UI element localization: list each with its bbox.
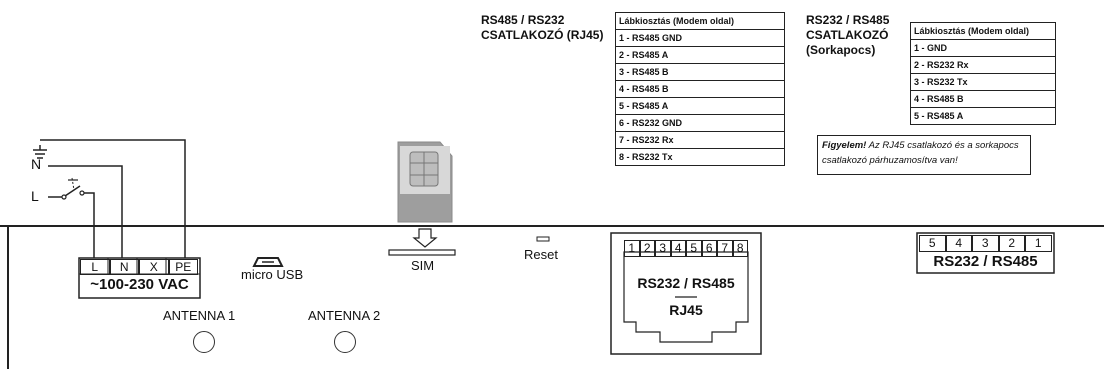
pinout-row-cell: 6 - RS232 GND [615, 114, 785, 132]
pinout-title-row-cell: Lábkiosztás (Modem oldal) [615, 12, 785, 30]
rj45-pin-label: 3 [655, 240, 671, 257]
sim-label: SIM [411, 258, 435, 273]
rj45-pin-label: 4 [670, 240, 686, 257]
pinout-row: 8 - RS232 Tx [615, 148, 785, 166]
terminal-pin-label: 3 [972, 235, 999, 252]
pinout-row: 3 - RS232 Tx [910, 73, 1056, 91]
sim-slot [388, 249, 456, 256]
pinout-row-cell: 7 - RS232 Rx [615, 131, 785, 149]
parallel-connection-note: Figyelem! Az RJ45 csatlakozó és a sorkap… [817, 135, 1031, 175]
pinout-title-row-cell: Lábkiosztás (Modem oldal) [910, 22, 1056, 40]
pinout-row-cell: 3 - RS232 Tx [910, 73, 1056, 91]
pinout-row: 2 - RS232 Rx [910, 56, 1056, 74]
terminal-pin-label: 1 [1025, 235, 1052, 252]
antenna1-connector-icon[interactable] [193, 331, 215, 353]
pinout-row-cell: 8 - RS232 Tx [615, 148, 785, 166]
power-pin-label: N [109, 259, 139, 275]
terminal-connector-header: RS232 / RS485 CSATLAKOZÓ (Sorkapocs) [806, 13, 889, 58]
switch-icon [61, 177, 85, 200]
pinout-row-cell: 5 - RS485 A [615, 97, 785, 115]
l-wire-label: L [31, 188, 39, 204]
pinout-row: 5 - RS485 A [910, 107, 1056, 125]
n-wire [48, 165, 123, 258]
pinout-row: 2 - RS485 A [615, 46, 785, 64]
antenna1-label: ANTENNA 1 [163, 308, 236, 323]
pinout-row: 3 - RS485 B [615, 63, 785, 81]
pinout-row-cell: 2 - RS485 A [615, 46, 785, 64]
pinout-row: 7 - RS232 Rx [615, 131, 785, 149]
rs-terminal-block [916, 232, 1055, 274]
rs-terminal-label: RS232 / RS485 [933, 253, 1038, 270]
terminal-header-line3: (Sorkapocs) [806, 43, 876, 57]
terminal-pin-label: 4 [945, 235, 972, 252]
rj45-port-sublabel: RJ45 [669, 302, 703, 318]
pinout-row-cell: 3 - RS485 B [615, 63, 785, 81]
pinout-row-cell: 4 - RS485 B [615, 80, 785, 98]
terminal-header-line2: CSATLAKOZÓ [806, 28, 889, 42]
pinout-row-cell: 2 - RS232 Rx [910, 56, 1056, 74]
rj45-port-label: RS232 / RS485 [637, 275, 735, 291]
power-pin-label: PE [168, 259, 198, 275]
reset-label: Reset [524, 247, 558, 262]
pinout-row: 4 - RS485 B [910, 90, 1056, 108]
pinout-row: 4 - RS485 B [615, 80, 785, 98]
rj45-pin-label: 1 [624, 240, 640, 257]
l-wire-out [84, 192, 95, 258]
rj45-pin-label: 5 [686, 240, 702, 257]
rj45-header-line1: RS485 / RS232 [481, 13, 565, 27]
micro-usb-label: micro USB [241, 267, 304, 282]
pinout-row-cell: 4 - RS485 B [910, 90, 1056, 108]
pe-wire [40, 139, 186, 258]
pinout-title-row: Lábkiosztás (Modem oldal) [910, 22, 1056, 40]
rj45-header-line2: CSATLAKOZÓ (RJ45) [481, 28, 604, 42]
pinout-row: 5 - RS485 A [615, 97, 785, 115]
antenna2-connector-icon[interactable] [334, 331, 356, 353]
sim-card-icon [397, 141, 453, 223]
pinout-row-cell: 1 - RS485 GND [615, 29, 785, 47]
terminal-pin-label: 5 [919, 235, 946, 252]
note-warning: Figyelem! [822, 140, 867, 151]
rj45-pin-label: 7 [717, 240, 733, 257]
pinout-row-cell: 5 - RS485 A [910, 107, 1056, 125]
pinout-row: 1 - RS485 GND [615, 29, 785, 47]
rj45-pin-label: 2 [639, 240, 655, 257]
pinout-row: 6 - RS232 GND [615, 114, 785, 132]
pinout-row: 1 - GND [910, 39, 1056, 57]
rj45-pin-label: 8 [732, 240, 748, 257]
power-pin-label: X [139, 259, 169, 275]
terminal-pin-label: 2 [998, 235, 1025, 252]
reset-button-icon [536, 236, 550, 242]
power-voltage-label: ~100-230 VAC [90, 276, 189, 293]
power-terminal-block [78, 257, 201, 299]
sim-insert-arrow-icon [412, 228, 438, 248]
power-pin-label: L [80, 259, 110, 275]
antenna2-label: ANTENNA 2 [308, 308, 381, 323]
micro-usb-icon [252, 257, 284, 267]
rj45-connector-header: RS485 / RS232 CSATLAKOZÓ (RJ45) [481, 13, 603, 43]
rj45-pin-label: 6 [701, 240, 717, 257]
pinout-row-cell: 1 - GND [910, 39, 1056, 57]
pinout-title-row: Lábkiosztás (Modem oldal) [615, 12, 785, 30]
ground-symbol-icon [33, 145, 47, 159]
note-text: Az RJ45 csatlakozó és a sorkapocs csatla… [822, 140, 1019, 166]
terminal-header-line1: RS232 / RS485 [806, 13, 890, 27]
n-wire-label: N [31, 156, 42, 172]
